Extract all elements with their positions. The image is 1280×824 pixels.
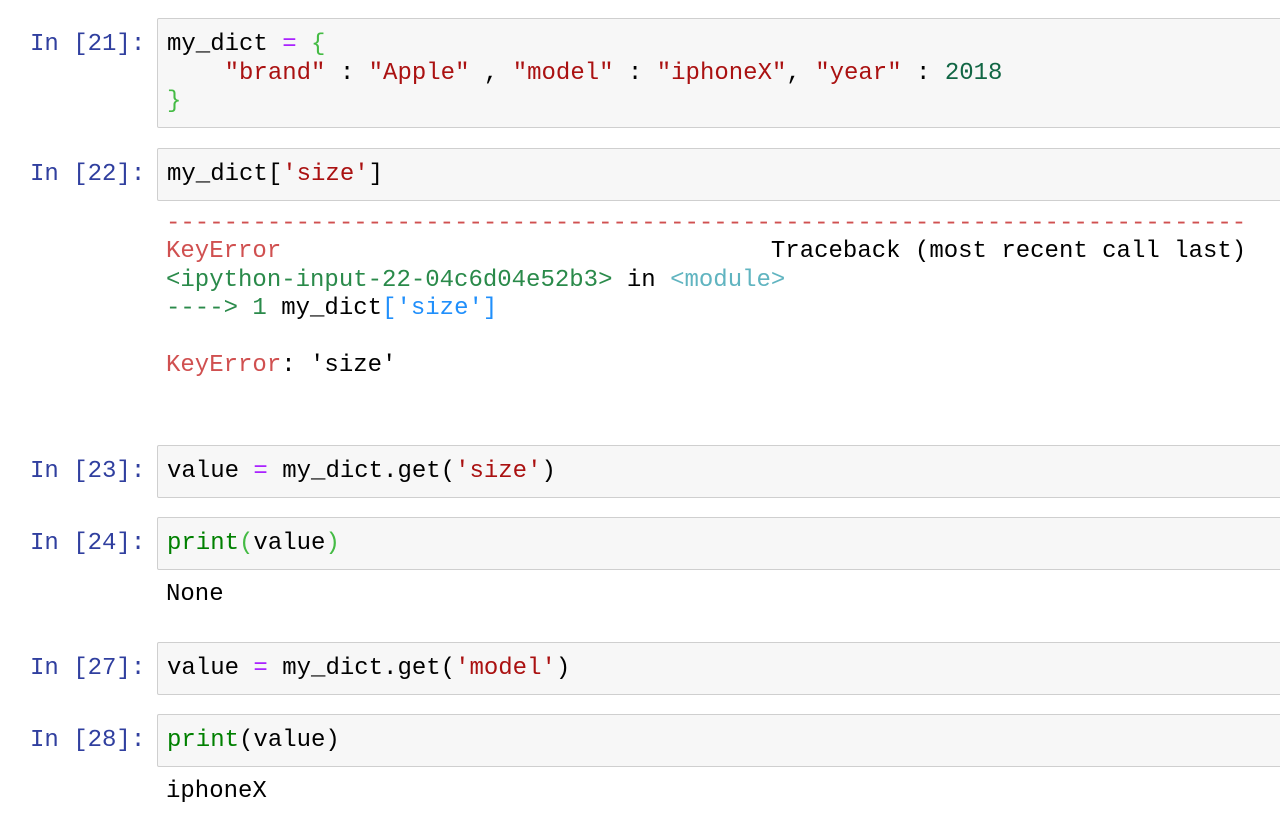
code-token: KeyError [166, 352, 282, 379]
code-token: = [253, 458, 268, 485]
code-token: ] [368, 161, 384, 188]
code-token: <ipython-input-22-04c6d04e52b3> [166, 266, 613, 294]
output-line: None [166, 581, 224, 610]
code-token: my_dict[ [167, 161, 283, 188]
code-token: value [167, 655, 254, 682]
input-prompt: In [22]: [30, 161, 146, 188]
code-token: { [311, 31, 326, 58]
code-token: None [166, 580, 224, 608]
input-prompt: In [23]: [30, 458, 146, 485]
code-token: value [167, 458, 254, 485]
code-token: print [167, 727, 240, 754]
code-token: value [253, 530, 326, 557]
input-prompt: In [27]: [30, 655, 146, 682]
code-input-area[interactable]: my_dict['size'] [157, 148, 1280, 201]
code-token [167, 60, 225, 87]
code-token: Traceback (most recent call last) [281, 238, 1247, 265]
code-token: iphoneX [166, 777, 267, 805]
code-token: ) [541, 458, 556, 485]
code-token: : 'size' [281, 352, 397, 379]
code-input-area[interactable]: print(value) [157, 517, 1280, 570]
code-token: KeyError [166, 238, 282, 265]
code-token: : [613, 59, 657, 87]
code-token: 'size' [282, 161, 369, 188]
code-token: 'size' [396, 295, 483, 322]
code-token: ----------------------------------------… [166, 209, 1247, 237]
output-line: <ipython-input-22-04c6d04e52b3> in <modu… [166, 267, 1246, 296]
code-token: ----> 1 [166, 295, 282, 322]
code-token: } [167, 88, 182, 115]
code-token: ( [239, 530, 254, 557]
code-token: my_dict.get( [267, 458, 456, 485]
output-line: iphoneX [166, 778, 267, 807]
code-token: "iphoneX" [656, 59, 787, 87]
code-token: "year" [815, 59, 902, 87]
code-line: "brand" : "Apple" , "model" : "iphoneX",… [167, 60, 1280, 89]
code-token: (value) [239, 727, 340, 754]
cell-output: iphoneX [166, 778, 267, 807]
code-token: = [253, 655, 268, 682]
code-line: print(value) [167, 530, 1280, 559]
output-line [166, 324, 1246, 353]
code-token: , [469, 59, 513, 87]
code-token: print [167, 530, 240, 557]
code-token: : [901, 59, 945, 87]
code-token: , [786, 59, 816, 87]
code-line: print(value) [167, 727, 1280, 756]
code-token: : [325, 59, 369, 87]
code-token: ) [555, 655, 571, 682]
code-input-area[interactable]: print(value) [157, 714, 1280, 767]
code-token: ] [482, 295, 498, 322]
code-line: } [167, 88, 1280, 117]
code-token: 2018 [944, 59, 1003, 87]
code-token: in [612, 266, 671, 294]
code-token: "brand" [224, 59, 326, 87]
cell-output: ----------------------------------------… [166, 210, 1246, 381]
code-token: [ [382, 295, 397, 322]
code-line: value = my_dict.get('size') [167, 458, 1280, 487]
code-input-area[interactable]: value = my_dict.get('model') [157, 642, 1280, 695]
output-line: KeyError: 'size' [166, 352, 1246, 381]
input-prompt: In [28]: [30, 727, 146, 754]
code-token: "Apple" [368, 59, 470, 87]
code-token: = [282, 31, 297, 58]
code-input-area[interactable]: my_dict = { "brand" : "Apple" , "model" … [157, 18, 1280, 128]
code-line: my_dict['size'] [167, 161, 1280, 190]
code-token [297, 31, 311, 58]
code-token: my_dict [167, 31, 283, 58]
code-token: ) [325, 530, 340, 557]
code-token: my_dict [281, 295, 383, 322]
code-token: 'size' [455, 458, 542, 485]
input-prompt: In [21]: [30, 31, 146, 58]
code-token: 'model' [455, 655, 556, 682]
code-input-area[interactable]: value = my_dict.get('size') [157, 445, 1280, 498]
code-token: <module> [670, 266, 786, 294]
output-line: KeyError Traceback (most recent call las… [166, 238, 1246, 267]
input-prompt: In [24]: [30, 530, 146, 557]
code-token: "model" [512, 59, 614, 87]
code-line: value = my_dict.get('model') [167, 655, 1280, 684]
output-line: ----------------------------------------… [166, 210, 1246, 239]
code-line: my_dict = { [167, 31, 1280, 60]
code-token: my_dict.get( [267, 655, 456, 682]
cell-output: None [166, 581, 224, 610]
output-line: ----> 1 my_dict['size'] [166, 295, 1246, 324]
